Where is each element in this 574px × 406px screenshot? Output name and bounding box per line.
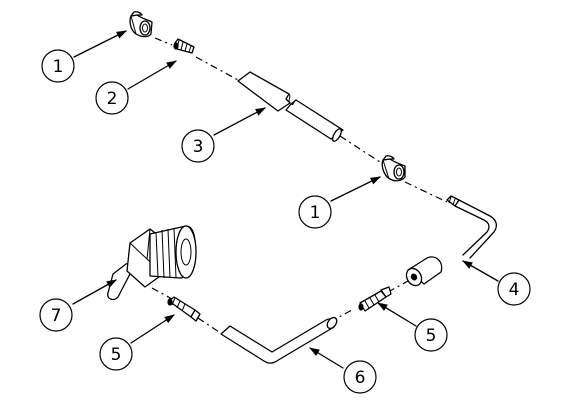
callout-number: 5 — [111, 345, 122, 365]
tube-assembly — [405, 195, 497, 287]
toggle-valve — [107, 225, 197, 301]
callout-number: 2 — [107, 89, 118, 109]
leader-arrows — [72, 30, 499, 369]
callout-1-upper: 1 — [41, 49, 75, 83]
callout-number: 6 — [355, 368, 366, 388]
callout-1-lower: 1 — [298, 195, 332, 229]
callout-5-left: 5 — [99, 337, 133, 371]
barb-fitting-left — [167, 296, 201, 322]
hose-clamp-lower — [381, 155, 406, 182]
callout-number: 1 — [53, 57, 64, 77]
barb-fitting-right — [358, 286, 392, 312]
callout-number: 7 — [51, 306, 62, 326]
callout-2: 2 — [95, 81, 129, 115]
callout-number: 5 — [426, 326, 437, 346]
callout-number: 4 — [509, 280, 520, 300]
callout-5-right: 5 — [414, 318, 448, 352]
callout-6: 6 — [343, 360, 377, 394]
callout-4: 4 — [497, 272, 531, 306]
callout-7: 7 — [39, 298, 73, 332]
bent-hose — [220, 316, 338, 364]
callout-number: 1 — [310, 203, 321, 223]
callout-3: 3 — [181, 129, 215, 163]
barb-fitting-upper — [173, 38, 195, 54]
assembly-centerlines — [151, 37, 448, 335]
hose-clamp-upper — [129, 11, 153, 38]
callout-number: 3 — [193, 137, 204, 157]
hose-section-upper — [237, 71, 344, 142]
